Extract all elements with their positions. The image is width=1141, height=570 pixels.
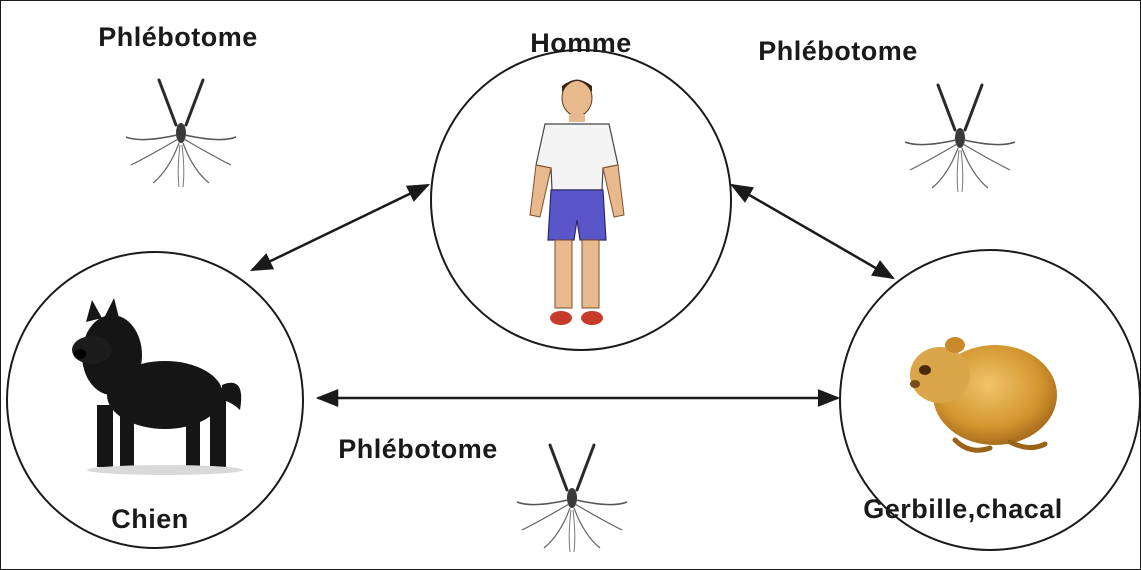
dog-label: Chien (111, 504, 189, 534)
vector-label-top-left: Phlébotome (98, 22, 258, 52)
rodent-label: Gerbille,chacal (863, 494, 1063, 524)
vector-label-bottom: Phlébotome (338, 434, 498, 464)
human-label: Homme (530, 28, 632, 58)
vector-label-top-right: Phlébotome (758, 36, 918, 66)
